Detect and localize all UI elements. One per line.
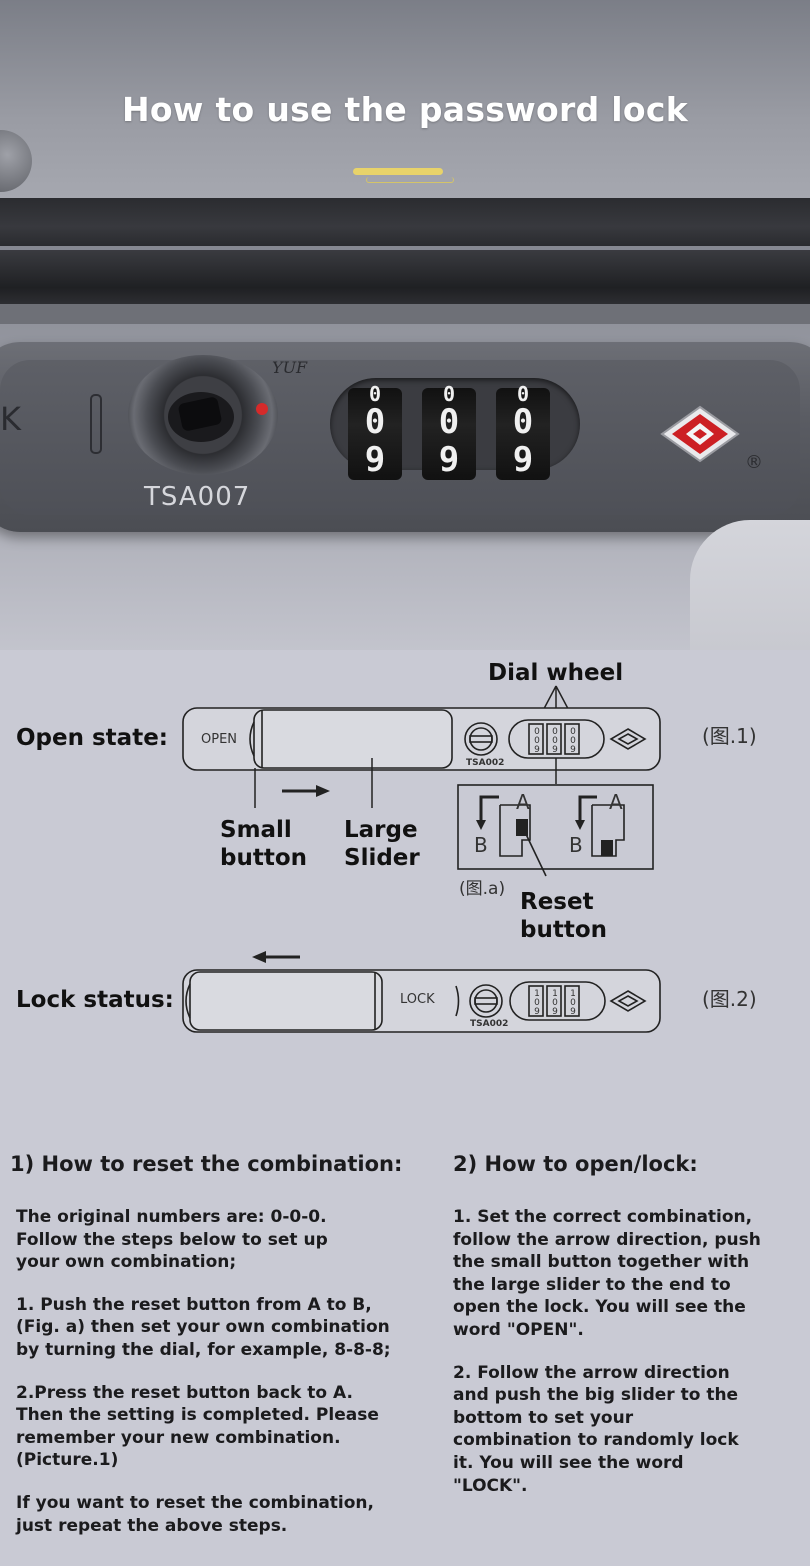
dial-wheel-1[interactable]: 0 0 9 [348, 382, 402, 480]
open-state-label: Open state: [16, 725, 168, 751]
lock-status-label: Lock status: [16, 987, 174, 1013]
arrow-right-icon [282, 785, 330, 797]
figure-a-label: (图.a) [459, 879, 506, 899]
page-title: How to use the password lock [122, 90, 688, 129]
inset-a-right: A [609, 790, 623, 814]
title-underline-outline [366, 177, 454, 183]
dial-digit-bottom: 9 [512, 440, 534, 480]
diagram-drawing [182, 685, 661, 1033]
open-state-lock [182, 707, 661, 771]
luggage-corner [690, 520, 810, 650]
dial-digit-bottom: 9 [364, 440, 386, 480]
lock-partial-text: K [0, 400, 21, 438]
lock-diagram: Dial wheel Open state: [0, 650, 810, 1080]
dial-wheel-3[interactable]: 0 0 9 [496, 382, 550, 480]
reset-paragraph-3: 2.Press the reset button back to A.Then … [16, 1382, 379, 1471]
dial-digit-middle: 0 [512, 402, 534, 442]
key-lock-label: TSA007 [144, 482, 251, 512]
tsa-diamond-icon [660, 405, 740, 463]
inset-b-right: B [569, 833, 583, 857]
registered-mark: ® [745, 452, 763, 473]
open-word: OPEN [201, 732, 238, 747]
dial-digit-middle: 0 [438, 402, 460, 442]
luggage-rail-edge [0, 304, 810, 324]
luggage-rail-bottom [0, 250, 810, 304]
reset-inset [457, 784, 654, 877]
open-lock-paragraph-1: 1. Set the correct combination,follow th… [453, 1207, 761, 1340]
lock-word: LOCK [400, 992, 435, 1007]
lock-state-lock [182, 969, 661, 1033]
luggage-surface [0, 0, 810, 200]
reset-instructions: 1) How to reset the combination: [10, 1152, 440, 1176]
inset-a-left: A [516, 790, 530, 814]
inset-b-left: B [474, 833, 488, 857]
dial-digit-middle: 0 [364, 402, 386, 442]
model-label-open: TSA002 [466, 758, 505, 768]
title-underline [353, 168, 443, 175]
reset-steps: The original numbers are: 0-0-0.Follow t… [16, 1206, 436, 1537]
figure-1-label: (图.1) [702, 724, 757, 748]
reset-paragraph-1: The original numbers are: 0-0-0.Follow t… [16, 1207, 328, 1273]
reset-paragraph-4: If you want to reset the combination,jus… [16, 1492, 374, 1536]
brand-mark: YUF [272, 358, 308, 377]
dial-wheel-2[interactable]: 0 0 9 [422, 382, 476, 480]
red-indicator [256, 403, 268, 415]
reset-paragraph-2: 1. Push the reset button from A to B,(Fi… [16, 1294, 391, 1360]
product-photo: How to use the password lock K YUF TSA00… [0, 0, 810, 650]
luggage-rail-top [0, 198, 810, 246]
arrow-left-icon [252, 951, 300, 963]
open-lock-steps: 1. Set the correct combination,follow th… [453, 1206, 803, 1497]
open-lock-instructions: 2) How to open/lock: [453, 1152, 803, 1176]
figure-2-label: (图.2) [702, 987, 757, 1011]
model-label-lock: TSA002 [470, 1019, 509, 1029]
dial-digit-bottom: 9 [438, 440, 460, 480]
lock-slot [90, 394, 102, 454]
reset-heading: 1) How to reset the combination: [10, 1152, 403, 1176]
dial-digit-top: 0 [368, 382, 382, 406]
dial-digit-top: 0 [442, 382, 456, 406]
dial-digit-top: 0 [516, 382, 530, 406]
dial-wheel-label: Dial wheel [488, 660, 624, 686]
open-lock-heading: 2) How to open/lock: [453, 1152, 698, 1176]
